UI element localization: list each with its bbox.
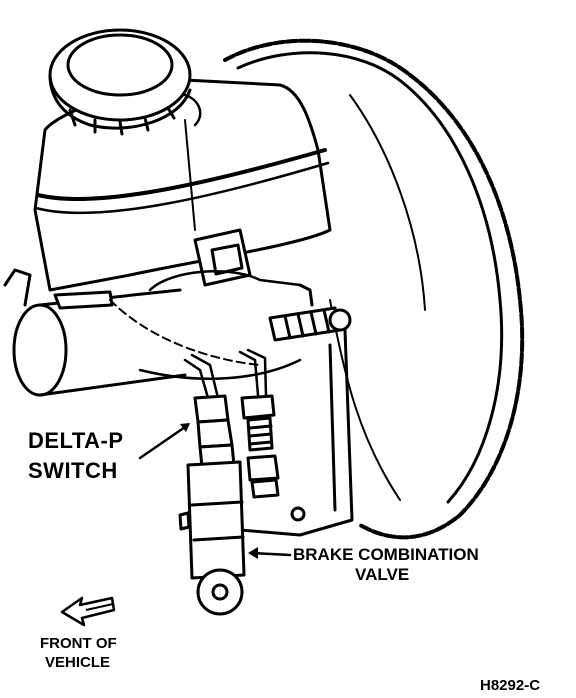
delta-p-label-line1: DELTA-P <box>28 428 124 453</box>
reservoir-cap <box>48 28 202 136</box>
brake-lines <box>183 348 268 400</box>
arrowhead-delta-p <box>180 423 190 432</box>
combination-valve <box>178 460 246 616</box>
delta-p-switch <box>193 394 236 469</box>
front-of-vehicle-label-line2: VEHICLE <box>45 654 111 671</box>
tube-fittings <box>240 394 280 499</box>
combo-valve-label-line1: BRAKE COMBINATION <box>293 545 479 564</box>
fluid-reservoir <box>33 78 332 292</box>
combo-valve-label-line2: VALVE <box>355 565 410 584</box>
arrowhead-combo <box>248 547 258 559</box>
leader-lines <box>138 423 292 557</box>
front-arrow-icon <box>60 596 116 627</box>
stud-bolt <box>268 283 352 342</box>
mounting-bracket <box>238 328 354 537</box>
front-of-vehicle-label-line1: FRONT OF <box>40 635 117 652</box>
delta-p-label-line2: SWITCH <box>28 458 118 483</box>
master-cylinder-body <box>3 268 302 397</box>
figure-code: H8292-C <box>480 677 541 694</box>
